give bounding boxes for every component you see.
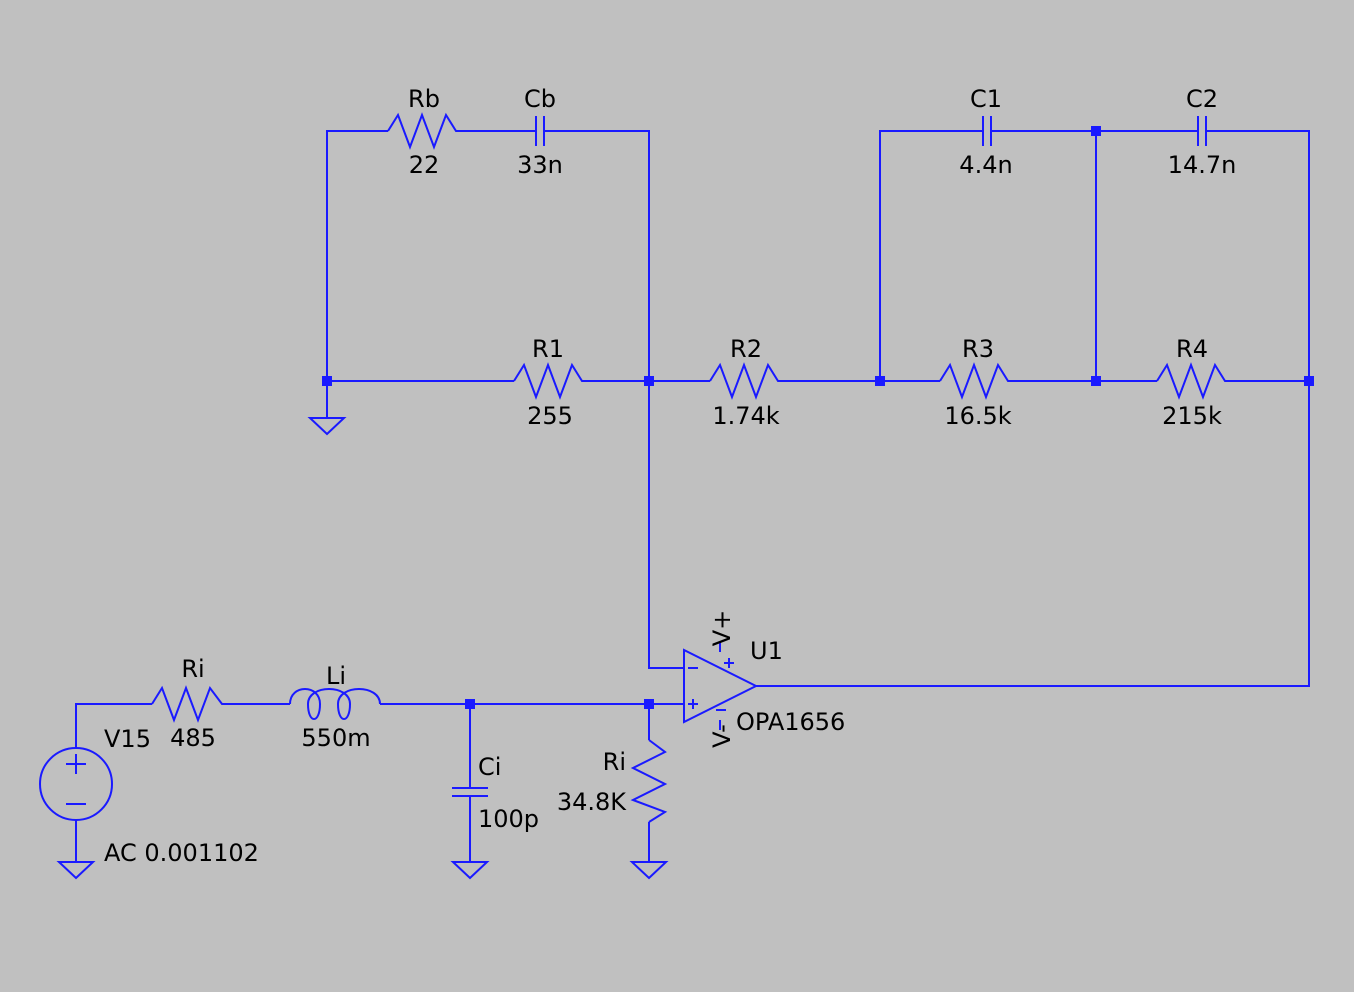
rb-value-label: 22 [409, 151, 440, 179]
voltage-source-v15[interactable] [39, 747, 113, 821]
resistor-rb[interactable] [387, 112, 460, 150]
junction-dot [644, 699, 654, 709]
resistor-r2[interactable] [709, 362, 782, 400]
ground-icon [56, 861, 96, 880]
wire [75, 703, 152, 748]
wire [544, 130, 684, 669]
capacitor-c2[interactable] [1197, 116, 1207, 146]
li-name-label: Li [326, 662, 346, 690]
ci-value-label: 100p [478, 805, 539, 833]
ground-icon [307, 417, 347, 436]
resistor-r1[interactable] [513, 362, 586, 400]
r4-name-label: R4 [1176, 335, 1208, 363]
r1-name-label: R1 [532, 335, 564, 363]
junctions [322, 126, 1314, 709]
wire [879, 130, 983, 381]
opamp-u1-body[interactable] [683, 648, 759, 724]
r2-name-label: R2 [730, 335, 762, 363]
c1-value-label: 4.4n [959, 151, 1012, 179]
r1-value-label: 255 [527, 402, 573, 430]
ri-series-name-label: Ri [181, 655, 204, 683]
v15-value-label: AC 0.001102 [104, 839, 259, 867]
u1-vminus-label: V- [708, 724, 736, 748]
ground-icon [629, 861, 669, 880]
junction-dot [875, 376, 885, 386]
v15-name-label: V15 [104, 725, 151, 753]
ri-shunt-value-label: 34.8K [557, 788, 627, 816]
junction-dot [644, 376, 654, 386]
r2-value-label: 1.74k [712, 402, 779, 430]
resistor-r3[interactable] [939, 362, 1012, 400]
r4-value-label: 215k [1162, 402, 1222, 430]
u1-name-label: U1 [750, 637, 783, 665]
li-value-label: 550m [301, 724, 370, 752]
junction-dot [322, 376, 332, 386]
r3-value-label: 16.5k [944, 402, 1011, 430]
u1-value-label: OPA1656 [736, 708, 845, 736]
ci-name-label: Ci [478, 753, 501, 781]
resistor-ri-shunt[interactable] [630, 739, 668, 823]
r3-name-label: R3 [962, 335, 994, 363]
wire [326, 130, 388, 381]
junction-dot [1091, 126, 1101, 136]
ri-shunt-name-label: Ri [603, 748, 626, 776]
c2-name-label: C2 [1186, 85, 1218, 113]
rb-name-label: Rb [408, 85, 440, 113]
wires [75, 130, 1310, 862]
junction-dot [465, 699, 475, 709]
c2-value-label: 14.7n [1168, 151, 1237, 179]
cb-value-label: 33n [517, 151, 563, 179]
wire [756, 130, 1310, 687]
resistor-ri-series[interactable] [151, 685, 228, 723]
cb-name-label: Cb [524, 85, 556, 113]
resistor-r4[interactable] [1156, 362, 1229, 400]
inductor-li[interactable] [289, 688, 381, 720]
u1-vplus-label: V+ [708, 610, 736, 647]
junction-dot [1091, 376, 1101, 386]
ri-series-value-label: 485 [170, 724, 216, 752]
c1-name-label: C1 [970, 85, 1002, 113]
junction-dot [1304, 376, 1314, 386]
ground-icon [450, 861, 490, 880]
capacitor-cb[interactable] [535, 116, 545, 146]
opamp-pin-marks [688, 658, 734, 711]
capacitor-ci[interactable] [452, 787, 488, 797]
capacitor-c1[interactable] [982, 116, 992, 146]
